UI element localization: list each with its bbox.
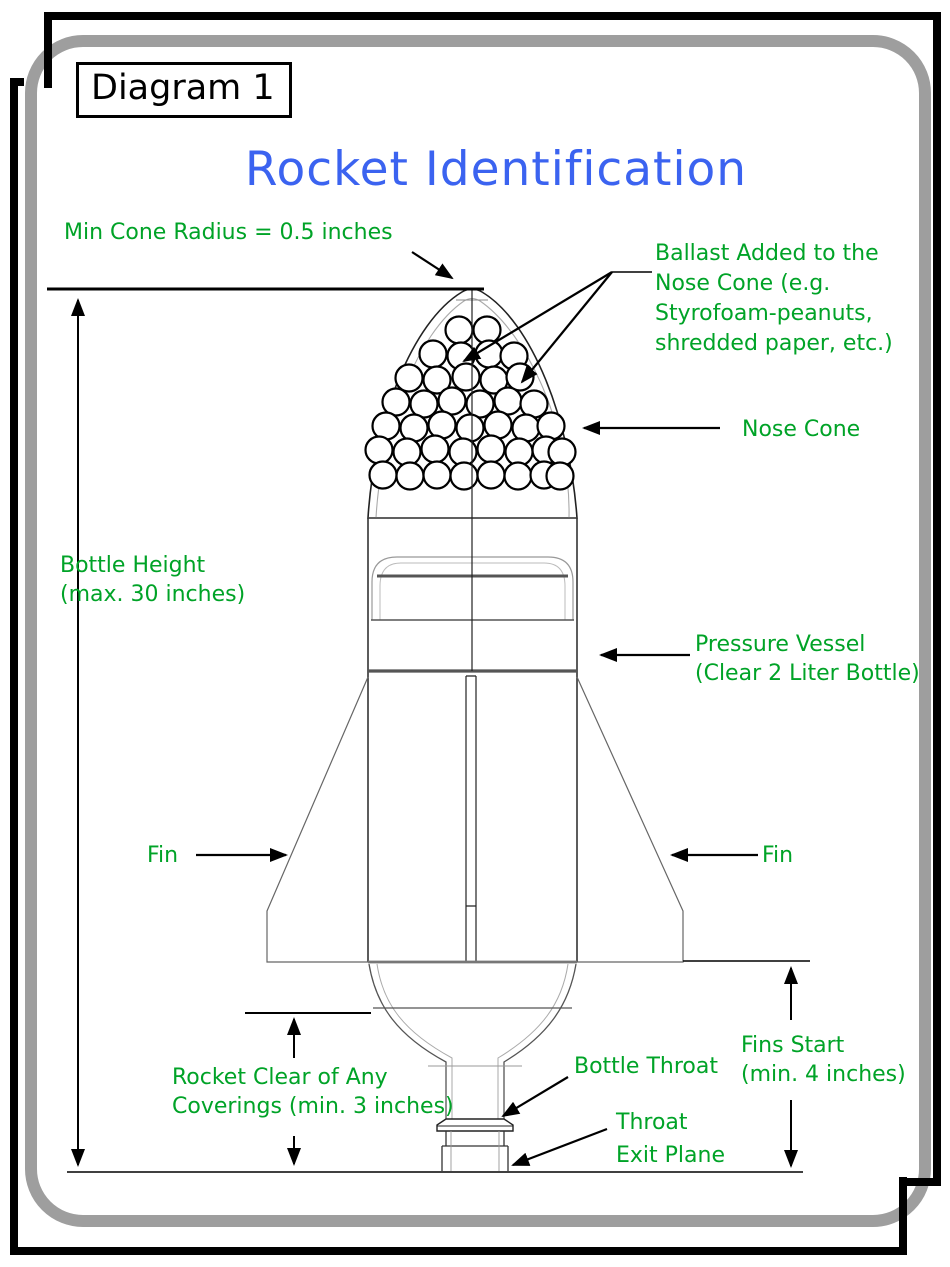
bottle-throat-arrow	[501, 1076, 569, 1118]
min-cone-radius-arrow	[411, 251, 454, 280]
border-black-frame-bottom-left	[10, 78, 907, 1255]
ballast-arrow-1	[462, 271, 613, 363]
label-rocket-clear: Rocket Clear of Any Coverings (min. 3 in…	[172, 1065, 454, 1119]
label-bottle-height: Bottle Height (max. 30 inches)	[60, 553, 246, 607]
rocket-drawing	[266, 288, 684, 1171]
label-pressure-vessel: Pressure Vessel (Clear 2 Liter Bottle)	[695, 632, 920, 686]
label-fin-right: Fin	[762, 843, 794, 868]
throat-exit-plane-arrow	[511, 1127, 608, 1167]
pressure-vessel-body	[367, 289, 578, 964]
label-fins-start: Fins Start (min. 4 inches)	[741, 1033, 906, 1087]
border-gray-rounded-frame	[25, 35, 931, 1227]
ballast-arrow-2	[520, 271, 613, 384]
bottle-throat-shape	[368, 963, 577, 1171]
label-min-cone-radius: Min Cone Radius = 0.5 inches	[64, 220, 393, 245]
fin-right-shape	[576, 676, 684, 963]
fin-left-shape	[266, 676, 369, 963]
throat-flange	[436, 1118, 514, 1132]
annotation-lines	[47, 251, 810, 1173]
label-bottle-throat: Bottle Throat	[574, 1054, 718, 1079]
label-ballast: Ballast Added to the Nose Cone (e.g. Sty…	[655, 241, 893, 356]
diagram-number-badge: Diagram 1	[76, 62, 292, 118]
center-fin-edge	[465, 675, 477, 962]
border-black-frame-top-right	[44, 12, 941, 1186]
label-fin-left: Fin	[147, 843, 179, 868]
label-nose-cone: Nose Cone	[742, 417, 861, 442]
page-title: Rocket Identification	[244, 142, 748, 197]
label-throat-exit-plane: Throat Exit Plane	[616, 1110, 725, 1168]
decorative-border	[10, 12, 941, 1255]
